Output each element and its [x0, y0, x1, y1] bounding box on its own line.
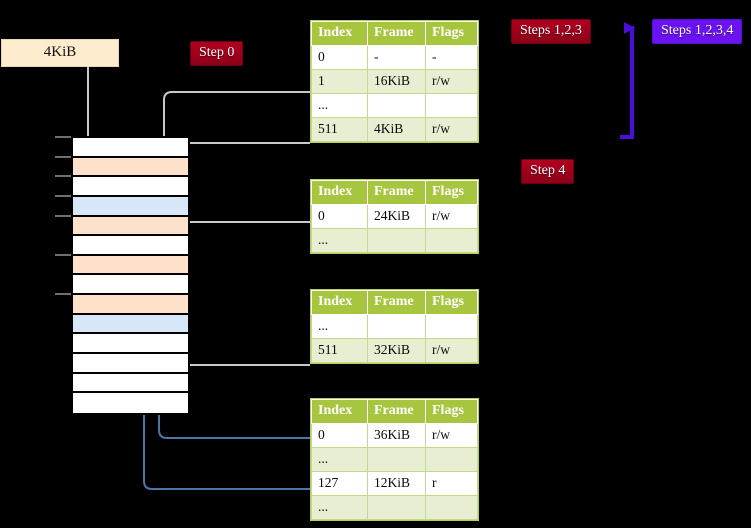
- memory-row-tick: [55, 175, 71, 178]
- pt-table-cell-flags: [425, 447, 478, 472]
- pd-table-cell-frame: [367, 314, 426, 339]
- memory-frame-row: [73, 255, 188, 276]
- pml4-table-cell-frame: 4KiB: [367, 117, 426, 142]
- pt-table-cell-frame: 36KiB: [367, 423, 426, 448]
- memory-frame-row: [73, 354, 188, 374]
- table-row: ...: [311, 228, 478, 253]
- pdp-table-cell-flags: r/w: [425, 204, 478, 229]
- memory-row-tick: [55, 253, 71, 256]
- memory-row-tick: [55, 214, 71, 217]
- memory-frame-row: [73, 236, 188, 256]
- pml4-table-cell-frame: 16KiB: [367, 69, 426, 94]
- pd-table-cell-frame: 32KiB: [367, 338, 426, 363]
- memory-row-tick: [55, 194, 71, 197]
- pml4-table-cell-flags: -: [425, 45, 478, 70]
- pdp-table-cell-flags: [425, 228, 478, 253]
- memory-frame-row: [73, 157, 188, 178]
- pd-table-cell-index: 511: [311, 338, 368, 363]
- pd-table-header-frame: Frame: [367, 290, 426, 315]
- pml4-table-cell-frame: -: [367, 45, 426, 70]
- wire-pml4-row511-to-memory: [169, 142, 310, 152]
- table-row: ...: [311, 447, 478, 472]
- step-0-badge: Step 0: [190, 41, 244, 66]
- pd-table-header-index: Index: [311, 290, 368, 315]
- pml4-table-cell-flags: r/w: [425, 117, 478, 142]
- memory-frame-row: [73, 314, 188, 335]
- pdp-table-header-index: Index: [311, 180, 368, 205]
- pml4-table-cell-index: 1: [311, 69, 368, 94]
- pml4-table-header-frame: Frame: [367, 21, 426, 46]
- pml4-table-cell-index: 0: [311, 45, 368, 70]
- pml4-table-cell-flags: r/w: [425, 69, 478, 94]
- steps-1234-badge: Steps 1,2,3,4: [652, 19, 743, 44]
- pdp-table-cell-index: ...: [311, 228, 368, 253]
- wire-pd-row511-to-memory: [179, 304, 310, 366]
- pml4-table-cell-index: ...: [311, 93, 368, 118]
- pd-table-cell-flags: [425, 314, 478, 339]
- memory-frame-row: [73, 393, 188, 413]
- pt-table-cell-index: 0: [311, 423, 368, 448]
- step-4-badge: Step 4: [521, 159, 575, 184]
- pd-table-cell-flags: r/w: [425, 338, 478, 363]
- physical-memory-column: [71, 136, 190, 415]
- memory-frame-row: [73, 196, 188, 217]
- pt-table-cell-flags: [425, 495, 478, 520]
- pt-table-cell-frame: 12KiB: [367, 471, 426, 496]
- pt-table-cell-index: ...: [311, 447, 368, 472]
- steps-123-badge: Steps 1,2,3: [511, 19, 591, 44]
- pt-table-cell-frame: [367, 447, 426, 472]
- pt-table-cell-flags: r: [425, 471, 478, 496]
- memory-frame-row: [73, 177, 188, 197]
- pml4-table-cell-index: 511: [311, 117, 368, 142]
- wire-steps-bracket: [620, 22, 636, 139]
- pml4-table-header-index: Index: [311, 21, 368, 46]
- memory-frame-row: [73, 275, 188, 296]
- memory-frame-row: [73, 138, 188, 158]
- table-row: 0--: [311, 45, 478, 70]
- pt-table-header-index: Index: [311, 399, 368, 424]
- pt-table-cell-flags: r/w: [425, 423, 478, 448]
- pt-table-header-frame: Frame: [367, 399, 426, 424]
- pd-table-cell-index: ...: [311, 314, 368, 339]
- memory-row-tick: [55, 155, 71, 158]
- table-row: ...: [311, 495, 478, 520]
- pt-table-cell-index: ...: [311, 495, 368, 520]
- pml4-table-header-flags: Flags: [425, 21, 478, 46]
- table-row: ...: [311, 93, 478, 118]
- memory-frame-row: [73, 373, 188, 394]
- size-label-4kib: 4KiB: [1, 39, 119, 67]
- pdp-table-header-flags: Flags: [425, 180, 478, 205]
- memory-row-tick: [55, 293, 71, 296]
- pdp-table-cell-frame: 24KiB: [367, 204, 426, 229]
- memory-frame-row: [73, 216, 188, 237]
- wire-pdp-row0-to-memory: [177, 221, 310, 259]
- pt-table-cell-frame: [367, 495, 426, 520]
- memory-frame-row: [73, 334, 188, 355]
- pdp-table-cell-index: 0: [311, 204, 368, 229]
- pt-table-header-flags: Flags: [425, 399, 478, 424]
- memory-row-tick: [55, 136, 71, 138]
- table-row: ...: [311, 314, 478, 339]
- pdp-table-cell-frame: [367, 228, 426, 253]
- pml4-table-cell-flags: [425, 93, 478, 118]
- pt-table-cell-index: 127: [311, 471, 368, 496]
- pd-table-header-flags: Flags: [425, 290, 478, 315]
- pdp-table-header-frame: Frame: [367, 180, 426, 205]
- pml4-table-cell-frame: [367, 93, 426, 118]
- memory-frame-row: [73, 295, 188, 315]
